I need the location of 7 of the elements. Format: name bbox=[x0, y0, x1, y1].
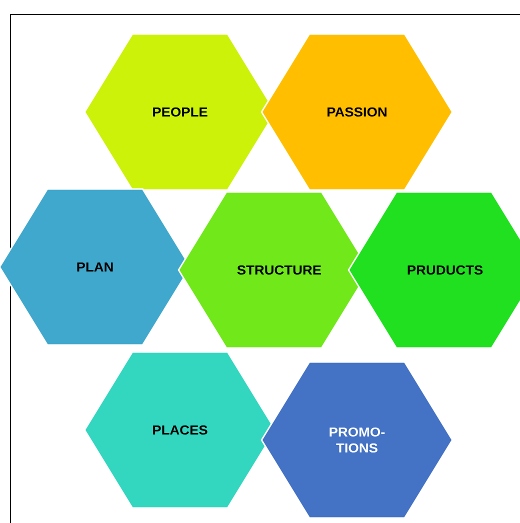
hexagon: PRUDUCTS bbox=[348, 191, 520, 349]
hexagon: PASSION bbox=[260, 33, 454, 191]
hexagon: STRUCTURE bbox=[178, 191, 370, 349]
hexagon: PLACES bbox=[84, 351, 276, 509]
hexagon: PLAN bbox=[0, 188, 192, 346]
hexagon: PEOPLE bbox=[84, 33, 276, 191]
hexagon: PROMO- TIONS bbox=[260, 361, 454, 519]
